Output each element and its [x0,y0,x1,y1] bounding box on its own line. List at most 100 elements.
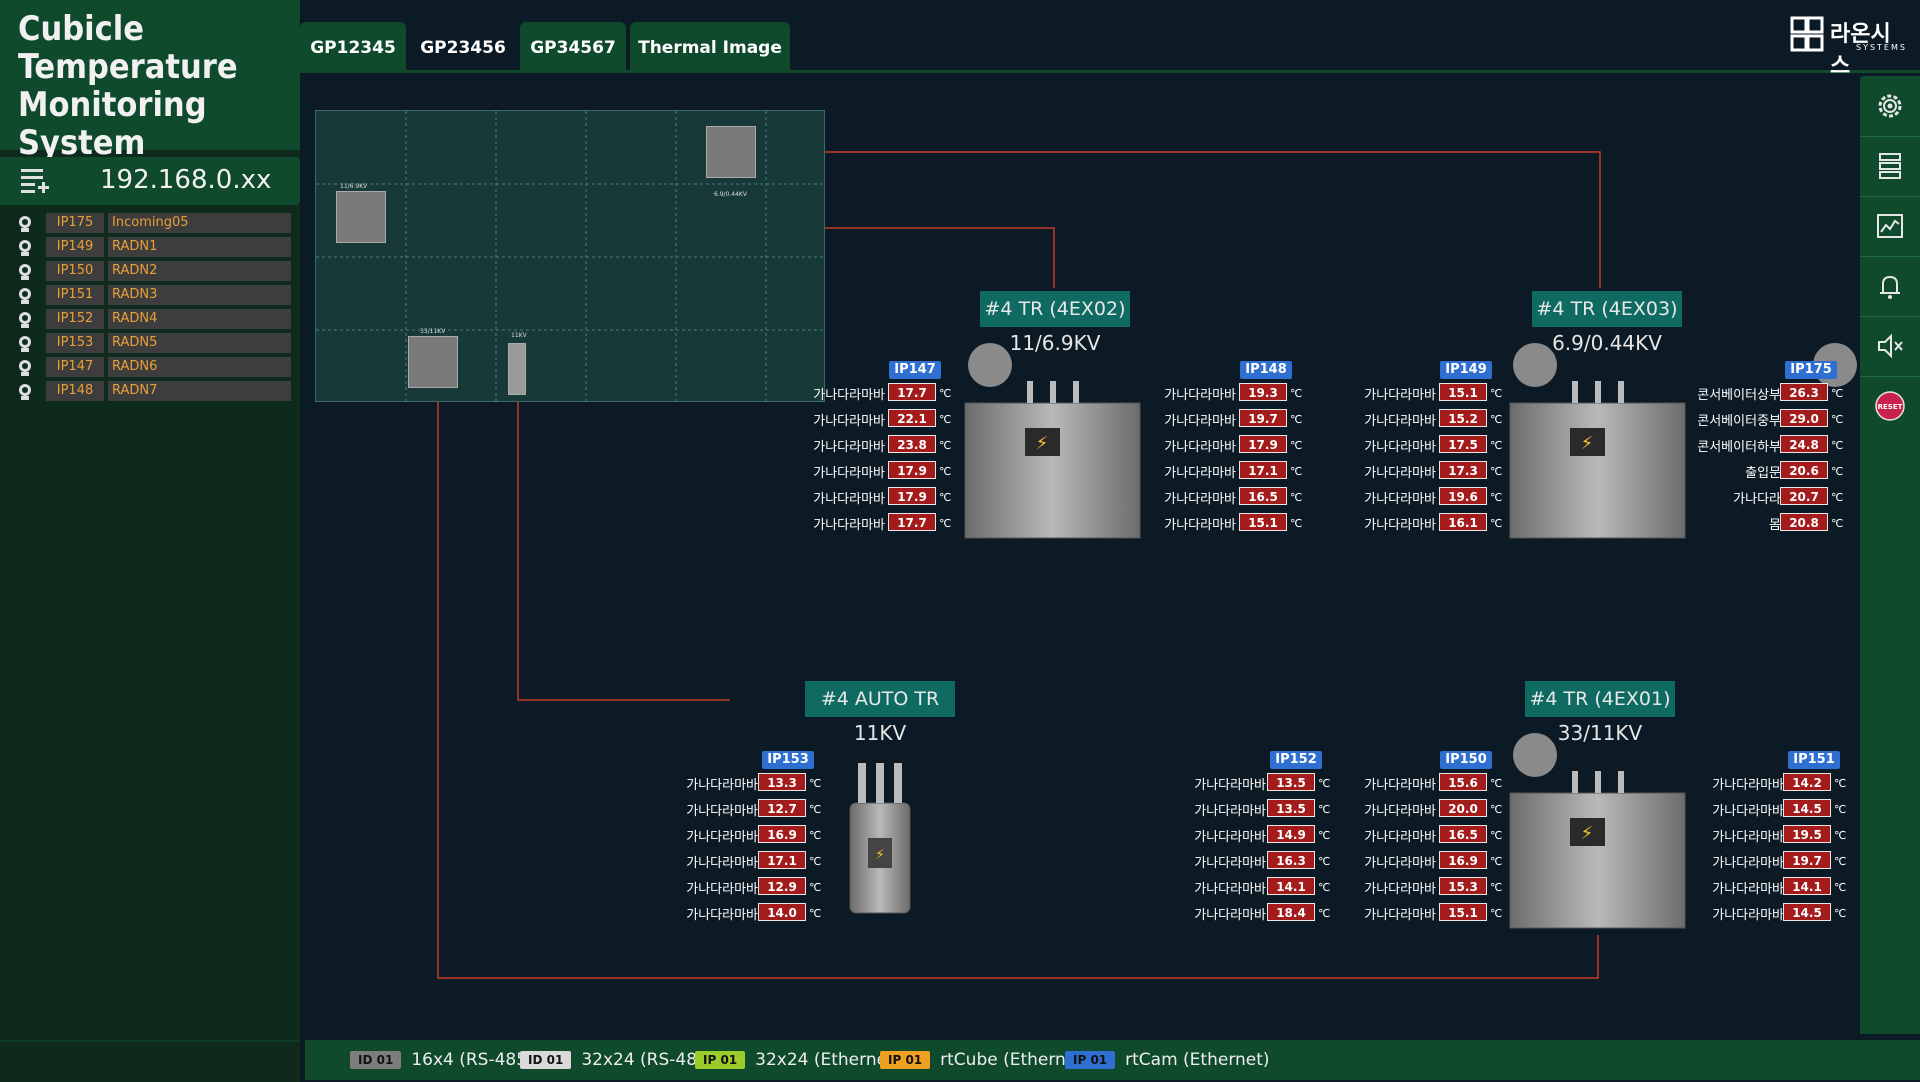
map-transformer-tr02[interactable] [336,191,386,243]
sensor-value[interactable]: 20.0 [1439,799,1487,817]
sensor-value[interactable]: 16.9 [758,825,806,843]
sensor-value[interactable]: 12.7 [758,799,806,817]
sensor-value[interactable]: 14.2 [1783,773,1831,791]
sensor-value[interactable]: 14.9 [1267,825,1315,843]
sensor-value[interactable]: 17.1 [1239,461,1287,479]
sensor-value[interactable]: 17.9 [888,487,936,505]
sensor-label: 가나다라마바 [1364,466,1436,481]
device-ip: IP153 [46,333,104,353]
sensor-value[interactable]: 17.7 [888,383,936,401]
tab-gp23456[interactable]: GP23456 [410,22,516,70]
tab-gp34567[interactable]: GP34567 [520,22,626,70]
device-name: RADN7 [108,381,291,401]
sensor-ip-badge[interactable]: IP151 [1788,751,1840,769]
sensor-ip-badge[interactable]: IP150 [1440,751,1492,769]
sensor-value[interactable]: 16.5 [1439,825,1487,843]
sensor-value[interactable]: 26.3 [1780,383,1828,401]
sensor-value[interactable]: 15.2 [1439,409,1487,427]
add-list-icon[interactable] [20,166,50,196]
sensor-value[interactable]: 19.6 [1439,487,1487,505]
sensor-value[interactable]: 15.1 [1439,383,1487,401]
sensor-label: 가나다라마바 [813,440,885,455]
app-title: Cubicle Temperature Monitoring System [18,10,300,162]
node-title[interactable]: #4 AUTO TR [805,681,955,717]
sensor-value[interactable]: 19.3 [1239,383,1287,401]
app-title-box: Cubicle Temperature Monitoring System [0,0,300,162]
tab-thermal-image[interactable]: Thermal Image [630,22,790,70]
sensor-ip-badge[interactable]: IP153 [762,751,814,769]
sensor-value[interactable]: 19.7 [1239,409,1287,427]
device-ip: IP175 [46,213,104,233]
sensor-value[interactable]: 17.3 [1439,461,1487,479]
sensor-value[interactable]: 17.7 [888,513,936,531]
sensor-value[interactable]: 13.3 [758,773,806,791]
sensor-value[interactable]: 14.1 [1267,877,1315,895]
settings-button[interactable] [1860,76,1920,137]
sensor-value[interactable]: 16.5 [1239,487,1287,505]
sensor-value[interactable]: 14.1 [1783,877,1831,895]
node-title[interactable]: #4 TR (4EX01) [1525,681,1675,717]
sensor-value[interactable]: 13.5 [1267,799,1315,817]
sensor-value[interactable]: 12.9 [758,877,806,895]
unit-label: ℃ [809,881,822,894]
alarm-button[interactable] [1860,256,1920,317]
node-title[interactable]: #4 TR (4EX03) [1532,291,1682,327]
tab-gp12345[interactable]: GP12345 [300,22,406,70]
sensor-value[interactable]: 14.5 [1783,903,1831,921]
sensor-ip-badge[interactable]: IP152 [1270,751,1322,769]
sensor-value[interactable]: 23.8 [888,435,936,453]
sensor-value[interactable]: 15.6 [1439,773,1487,791]
sensor-value[interactable]: 19.5 [1783,825,1831,843]
sensor-ip-badge[interactable]: IP149 [1440,361,1492,379]
device-name: RADN4 [108,309,291,329]
sensor-value[interactable]: 17.9 [1239,435,1287,453]
sensor-value[interactable]: 16.9 [1439,851,1487,869]
sensor-value[interactable]: 15.3 [1439,877,1487,895]
mute-button[interactable] [1860,316,1920,377]
trend-button[interactable] [1860,196,1920,257]
sensor-value[interactable]: 20.6 [1780,461,1828,479]
sensor-value[interactable]: 18.4 [1267,903,1315,921]
sensor-value[interactable]: 20.7 [1780,487,1828,505]
unit-label: ℃ [809,829,822,842]
unit-label: ℃ [1834,881,1847,894]
sensor-value[interactable]: 14.5 [1783,799,1831,817]
sensor-value[interactable]: 16.3 [1267,851,1315,869]
wire-tr01 [437,398,1599,979]
logo-subtext: SYSTEMS [1856,43,1907,52]
map-transformer-tr01[interactable] [408,336,458,388]
sensor-value[interactable]: 19.7 [1783,851,1831,869]
reset-button[interactable]: RESET [1860,376,1920,436]
sensor-ip-badge[interactable]: IP175 [1785,361,1837,379]
diagram-stage: 11/6.9KV 6.9/0.44KV 33/11KV 11KV ⚡ ⚡ [300,73,1860,1033]
floor-grid [316,111,826,403]
server-button[interactable] [1860,136,1920,197]
sensor-value[interactable]: 22.1 [888,409,936,427]
sensor-value[interactable]: 20.8 [1780,513,1828,531]
sensor-value[interactable]: 13.5 [1267,773,1315,791]
node-title[interactable]: #4 TR (4EX02) [980,291,1130,327]
sensor-value[interactable]: 24.8 [1780,435,1828,453]
sensor-value[interactable]: 17.5 [1439,435,1487,453]
map-transformer-auto[interactable] [508,343,526,395]
sensor-value[interactable]: 29.0 [1780,409,1828,427]
sensor-ip-badge[interactable]: IP147 [889,361,941,379]
sensor-value[interactable]: 15.1 [1439,903,1487,921]
sensor-value[interactable]: 15.1 [1239,513,1287,531]
sensor-value[interactable]: 17.1 [758,851,806,869]
sensor-value[interactable]: 17.9 [888,461,936,479]
sensor-value[interactable]: 16.1 [1439,513,1487,531]
sensor-ip-badge[interactable]: IP148 [1240,361,1292,379]
map-transformer-tr03[interactable] [706,126,756,178]
sensor-label: 가나다라마바 [1164,518,1236,533]
sensor-value[interactable]: 14.0 [758,903,806,921]
